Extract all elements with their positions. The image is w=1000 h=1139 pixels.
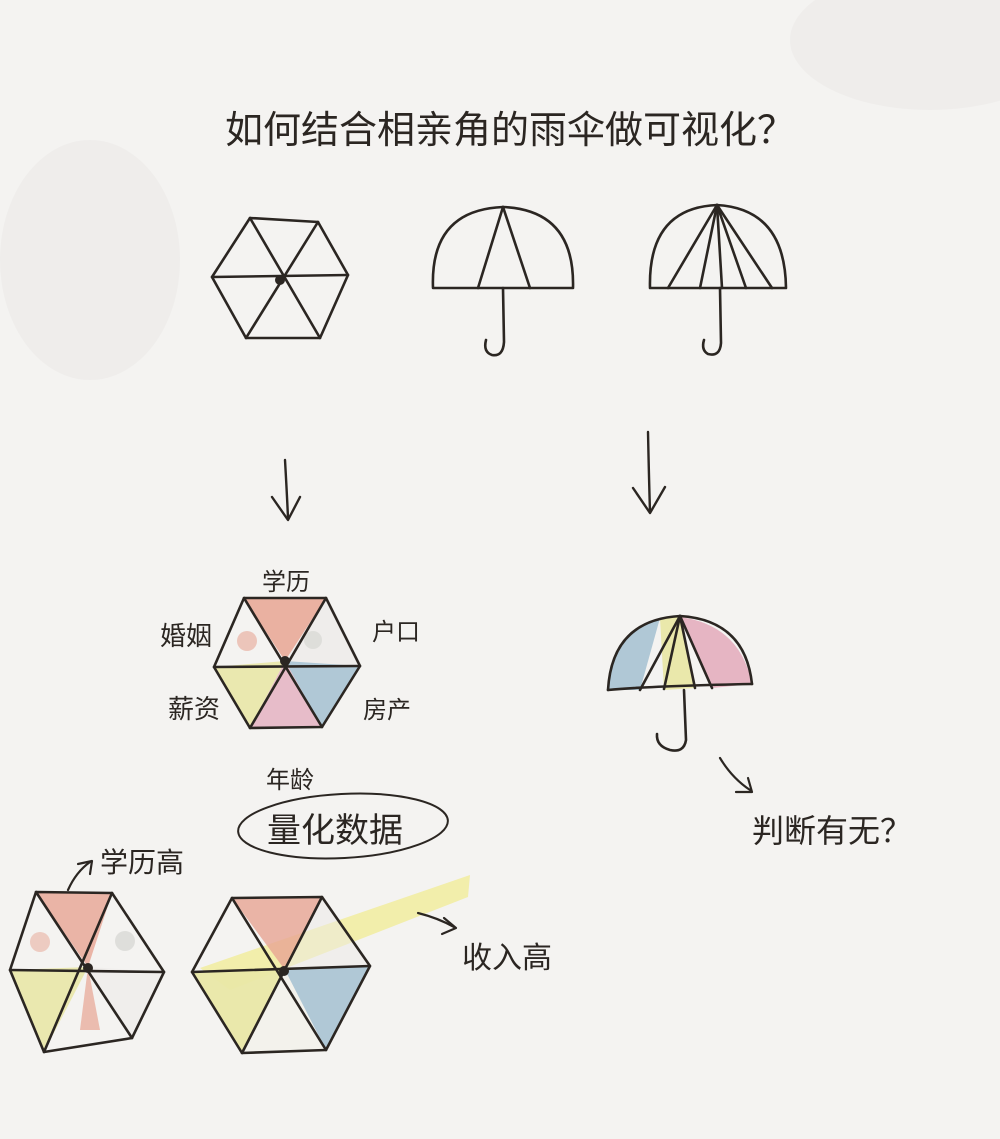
arrow-to-income-high — [416, 911, 458, 936]
umbrella-side-view-many-panels — [648, 203, 788, 356]
quantify-circle — [237, 792, 449, 860]
paper-shade — [0, 140, 180, 380]
label-income-high: 收入高 — [462, 941, 552, 976]
label-hukou: 户口 — [372, 618, 420, 646]
label-property: 房产 — [363, 696, 411, 724]
label-quantify-data: 量化数据 — [267, 811, 403, 851]
umbrella-radar-labeled — [212, 596, 362, 730]
arrow-down-right — [631, 430, 667, 515]
label-edu-high: 学历高 — [100, 846, 184, 879]
umbrella-side-view-3-panels — [431, 205, 575, 357]
umbrella-top-view — [210, 216, 350, 340]
label-education: 学历 — [262, 568, 310, 596]
label-age: 年龄 — [266, 766, 314, 794]
label-judge-presence: 判断有无？ — [752, 812, 912, 850]
umbrella-side-colored — [606, 614, 754, 752]
umbrella-example-income-high — [190, 895, 372, 1055]
arrow-to-edu-high — [66, 859, 94, 892]
label-marriage: 婚姻 — [160, 622, 212, 652]
page-title: 如何结合相亲角的雨伞做可视化？ — [225, 108, 795, 152]
paper-shade — [790, 0, 1000, 110]
arrow-to-judge — [718, 756, 754, 794]
umbrella-example-edu-high — [8, 890, 166, 1054]
label-salary: 薪资 — [168, 695, 220, 725]
arrow-down-left — [270, 458, 302, 522]
